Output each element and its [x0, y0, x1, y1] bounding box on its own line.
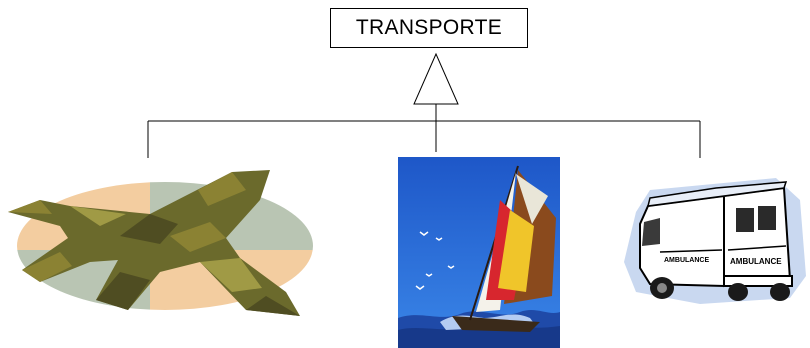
root-node: TRANSPORTE: [330, 8, 528, 48]
ambulance-side-text: AMBULANCE: [664, 257, 709, 264]
inheritance-arrow: [413, 52, 459, 105]
fighter-jet-icon: [8, 170, 313, 316]
root-label: TRANSPORTE: [355, 16, 503, 39]
sailboat-icon: [398, 157, 560, 348]
ambulance-rear-text: AMBULANCE: [730, 257, 782, 266]
ambulance-icon: AMBULANCE AMBULANCE: [624, 178, 806, 304]
